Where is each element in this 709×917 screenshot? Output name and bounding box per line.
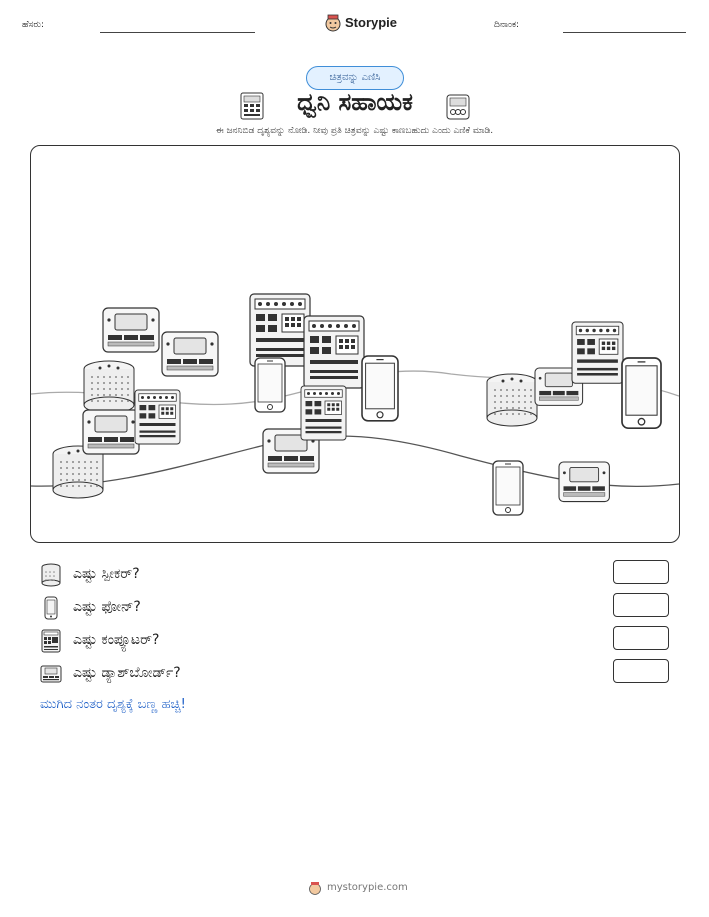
storypie-logo-icon — [308, 880, 322, 895]
question-text: ಎಷ್ಟು ಫೋನ್? — [73, 599, 141, 615]
name-field[interactable] — [100, 32, 255, 33]
question-row: ಎಷ್ಟು ಡ್ಯಾಶ್‌ಬೋರ್ಡ್? — [40, 659, 670, 688]
scene-dashboard — [558, 461, 610, 503]
scene-computer — [300, 385, 347, 441]
computer-icon — [40, 629, 62, 653]
question-row: ಎಷ್ಟು ಫೋನ್? — [40, 593, 670, 622]
answer-box-phone[interactable] — [613, 593, 669, 617]
scene-phone — [492, 460, 524, 516]
question-text: ಎಷ್ಟು ಡ್ಯಾಶ್‌ಬೋರ್ಡ್? — [73, 665, 181, 681]
date-label: ದಿನಾಂಕ: — [494, 20, 520, 30]
computer-icon — [240, 92, 264, 120]
storypie-logo-icon — [324, 14, 342, 32]
dashboard-icon — [446, 94, 470, 120]
scene-dashboard — [161, 331, 219, 377]
brand-name: Storypie — [345, 15, 398, 30]
speaker-icon — [40, 563, 62, 587]
scene-computer — [134, 389, 181, 445]
dashboard-icon — [40, 662, 62, 686]
instructions: ಈ ಜನನಿಬಿಡ ದೃಶ್ಯವನ್ನು ನೋಡಿ. ನೀವು ಪ್ರತಿ ಚಿ… — [215, 126, 494, 136]
scene-dashboard — [102, 307, 160, 353]
scene-computer — [303, 315, 365, 389]
answer-box-computer[interactable] — [613, 626, 669, 650]
counting-scene — [30, 145, 680, 543]
phone-icon — [40, 596, 62, 620]
scene-phone — [361, 355, 399, 422]
answer-box-dashboard[interactable] — [613, 659, 669, 683]
date-field[interactable] — [563, 32, 686, 33]
closing-instruction: ಮುಗಿದ ನಂತರ ದೃಶ್ಯಕ್ಕೆ ಬಣ್ಣ ಹಚ್ಚಿ! — [40, 697, 186, 712]
name-label: ಹೆಸರು: — [22, 20, 45, 30]
scene-dashboard — [82, 409, 140, 455]
scene-speaker — [486, 373, 538, 427]
answer-box-speaker[interactable] — [613, 560, 669, 584]
scene-phone — [254, 357, 286, 413]
question-row: ಎಷ್ಟು ಸ್ಪೀಕರ್? — [40, 560, 670, 589]
scene-speaker — [83, 360, 135, 414]
scene-computer — [249, 293, 311, 367]
scene-computer — [571, 321, 624, 384]
page-title: ಧ್ವನಿ ಸಹಾಯಕ — [297, 88, 413, 116]
count-badge: ಚಿತ್ರವನ್ನು ಎಣಿಸಿ — [306, 66, 404, 90]
question-text: ಎಷ್ಟು ಕಂಪ್ಯೂಟರ್? — [73, 632, 160, 648]
question-row: ಎಷ್ಟು ಕಂಪ್ಯೂಟರ್? — [40, 626, 670, 655]
footer-url[interactable]: mystorypie.com — [327, 882, 408, 893]
scene-phone — [621, 357, 662, 430]
question-text: ಎಷ್ಟು ಸ್ಪೀಕರ್? — [73, 566, 140, 582]
